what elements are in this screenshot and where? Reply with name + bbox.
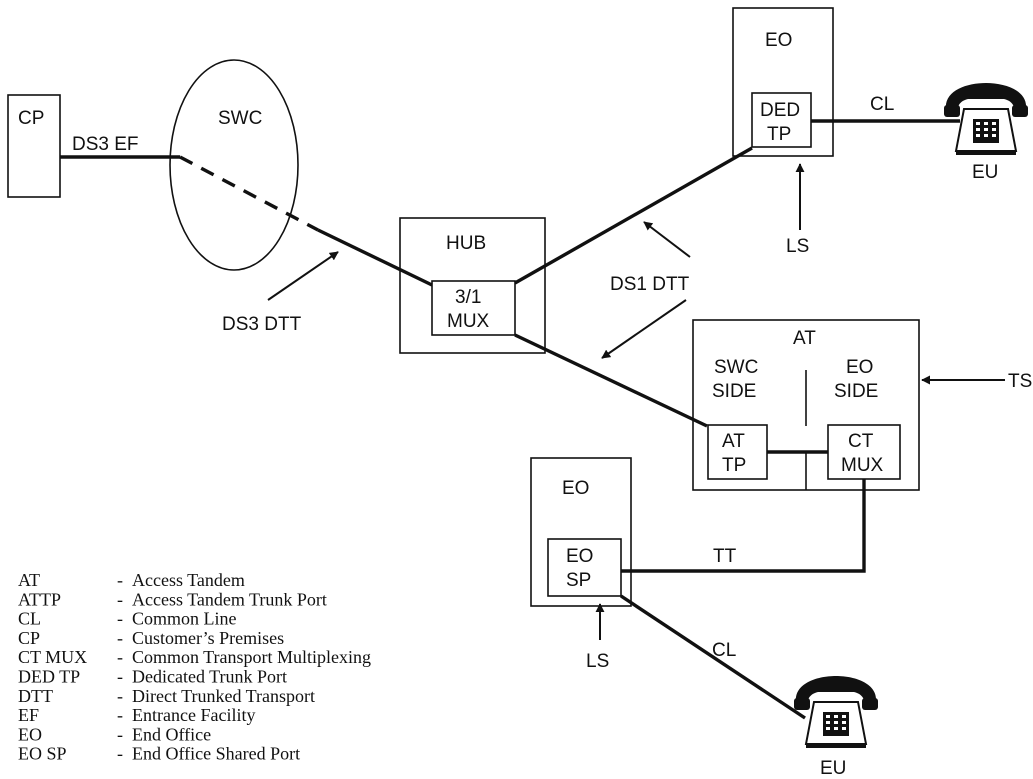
legend-code: CP	[18, 628, 40, 648]
legend-code: DED TP	[18, 667, 80, 687]
legend-separator: -	[117, 570, 123, 590]
legend-separator: -	[117, 609, 123, 629]
eo-top-label: EO	[765, 30, 792, 51]
legend-code: EO SP	[18, 744, 67, 764]
swc-side-line1: SWC	[714, 357, 758, 378]
legend-separator: -	[117, 686, 123, 706]
legend-separator: -	[117, 705, 123, 725]
legend-description: Access Tandem	[132, 570, 245, 590]
cl-bottom-label: CL	[712, 640, 736, 661]
ds3-dtt-label: DS3 DTT	[222, 314, 302, 335]
ded-tp-line1: DED	[760, 100, 800, 121]
ds1-dtt-arrow-up-icon	[643, 221, 691, 258]
ds1-dtt-label: DS1 DTT	[610, 274, 690, 295]
legend-separator: -	[117, 589, 123, 609]
ds1-dtt-arrow-down-icon	[601, 299, 687, 359]
eu-top-label: EU	[972, 162, 998, 183]
ded-tp-line2: TP	[767, 124, 791, 145]
ds3-dtt-line	[317, 228, 433, 287]
eo-side-line1: EO	[846, 357, 873, 378]
eo-bottom-label: EO	[562, 478, 589, 499]
legend-code: AT	[18, 570, 40, 590]
telephone-icon-bottom	[793, 675, 879, 749]
ls-top-label: LS	[786, 236, 809, 257]
legend-code: DTT	[18, 686, 53, 706]
tt-line	[621, 479, 866, 573]
legend-description: End Office	[132, 724, 211, 744]
eo-side-line2: SIDE	[834, 381, 878, 402]
ds3-ef-label: DS3 EF	[72, 134, 139, 155]
ts-label: TS	[1008, 371, 1032, 392]
legend-description: End Office Shared Port	[132, 744, 300, 764]
eo-sp-line2: SP	[566, 570, 591, 591]
legend-description: Common Transport Multiplexing	[132, 647, 371, 667]
legend-description: Entrance Facility	[132, 705, 255, 725]
ds1-dtt-line-top	[514, 146, 753, 285]
cl-top-label: CL	[870, 94, 894, 115]
hub-box	[399, 217, 546, 354]
at-tp-line1: AT	[722, 431, 745, 452]
legend-separator: -	[117, 744, 123, 764]
ct-mux-line2: MUX	[841, 455, 884, 476]
ds3-dtt-arrow-icon	[267, 251, 339, 301]
swc-ellipse	[169, 59, 299, 271]
legend-description: Common Line	[132, 609, 237, 629]
cl-bottom-line	[620, 594, 806, 720]
at-label: AT	[793, 328, 816, 349]
cp-box	[7, 94, 61, 198]
hub-mux-line1: 3/1	[455, 287, 481, 308]
legend-code: EO	[18, 724, 42, 744]
swc-side-line2: SIDE	[712, 381, 756, 402]
ds1-dtt-line-bottom	[514, 333, 708, 428]
hub-label: HUB	[446, 233, 486, 254]
eo-top-box	[732, 7, 834, 157]
ls-bottom-label: LS	[586, 651, 609, 672]
legend-separator: -	[117, 667, 123, 687]
eo-bottom-box	[530, 457, 632, 607]
legend-separator: -	[117, 724, 123, 744]
swc-dashed-line	[179, 155, 319, 232]
tt-label: TT	[713, 546, 737, 567]
legend-code: EF	[18, 705, 39, 725]
legend-code: ATTP	[18, 589, 61, 609]
swc-label: SWC	[218, 108, 262, 129]
legend-code: CT MUX	[18, 647, 87, 667]
ct-mux-line1: CT	[848, 431, 874, 452]
legend-description: Direct Trunked Transport	[132, 686, 315, 706]
legend-description: Dedicated Trunk Port	[132, 667, 287, 687]
at-tp-line2: TP	[722, 455, 746, 476]
eo-sp-line1: EO	[566, 546, 593, 567]
legend-separator: -	[117, 628, 123, 648]
legend-code: CL	[18, 609, 41, 629]
eu-bottom-label: EU	[820, 758, 846, 779]
hub-mux-line2: MUX	[447, 311, 490, 332]
legend-description: Access Tandem Trunk Port	[132, 589, 327, 609]
legend-description: Customer’s Premises	[132, 628, 284, 648]
legend-separator: -	[117, 647, 123, 667]
cp-label: CP	[18, 108, 44, 129]
hub-mux-box	[431, 280, 516, 336]
eo-sp-box	[547, 538, 622, 597]
telephone-icon-top	[943, 82, 1029, 156]
